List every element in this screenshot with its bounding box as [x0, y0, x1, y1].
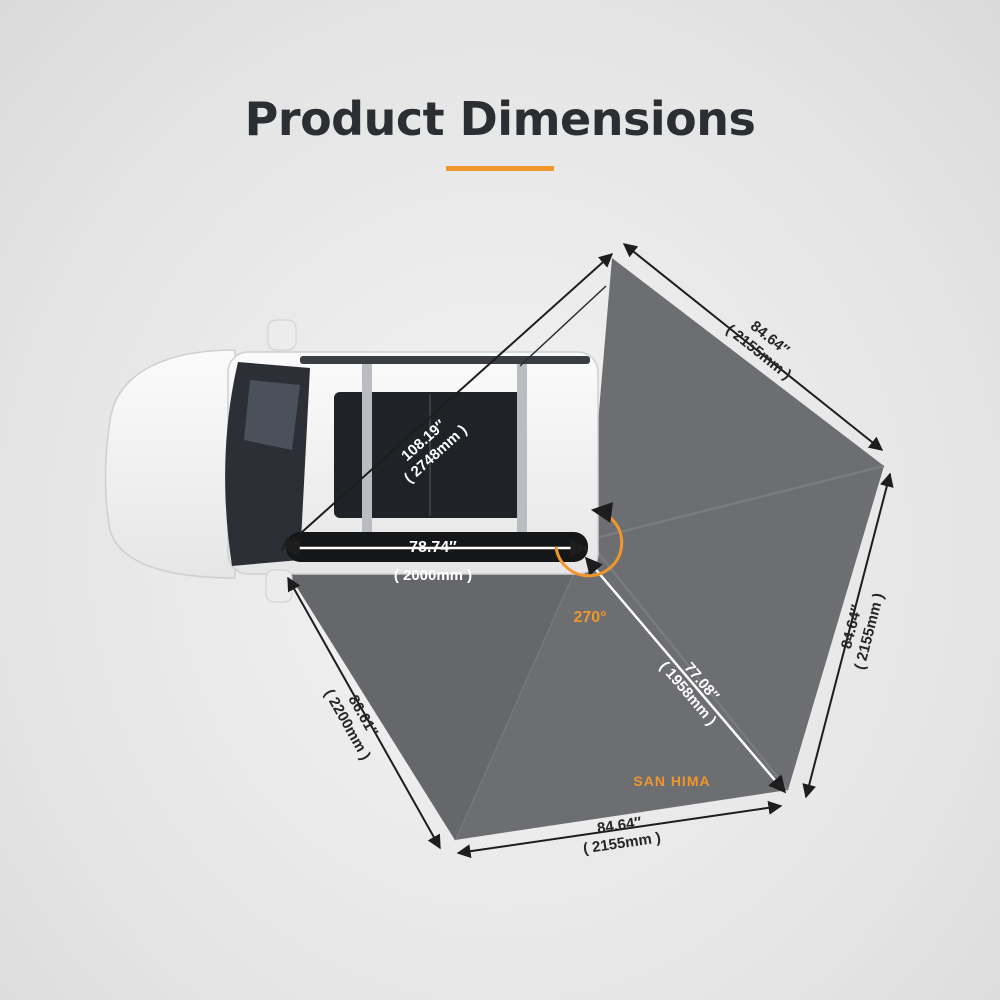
dim-arrow-right-edge	[802, 472, 894, 799]
dim-length-mm: ( 2000mm )	[394, 567, 472, 584]
angle-arc	[554, 502, 624, 578]
angle-label: 270°	[573, 609, 606, 626]
dim-arrow-radius	[584, 556, 787, 794]
page-title: Product Dimensions	[244, 92, 756, 146]
dim-arrow-left-edge	[287, 576, 441, 850]
mirror	[265, 569, 293, 603]
roof-rail	[300, 356, 590, 364]
mirror	[267, 319, 297, 351]
roof-rack-bar	[362, 362, 372, 538]
dim-length-inches: 78.74″	[409, 539, 457, 556]
title-underline	[446, 166, 554, 171]
car-hood	[104, 349, 236, 579]
dim-arrow-bottom-edge	[456, 800, 783, 859]
brand-logo-text: SAN HIMA	[633, 773, 710, 789]
dim-bottom-edge-inches: 84.64″	[596, 814, 643, 837]
car-windshield-reflection	[244, 380, 300, 450]
roof-rack-bar	[517, 362, 527, 538]
dim-arrow-diagonal	[280, 253, 614, 551]
dim-arrow-top-edge	[622, 243, 884, 451]
